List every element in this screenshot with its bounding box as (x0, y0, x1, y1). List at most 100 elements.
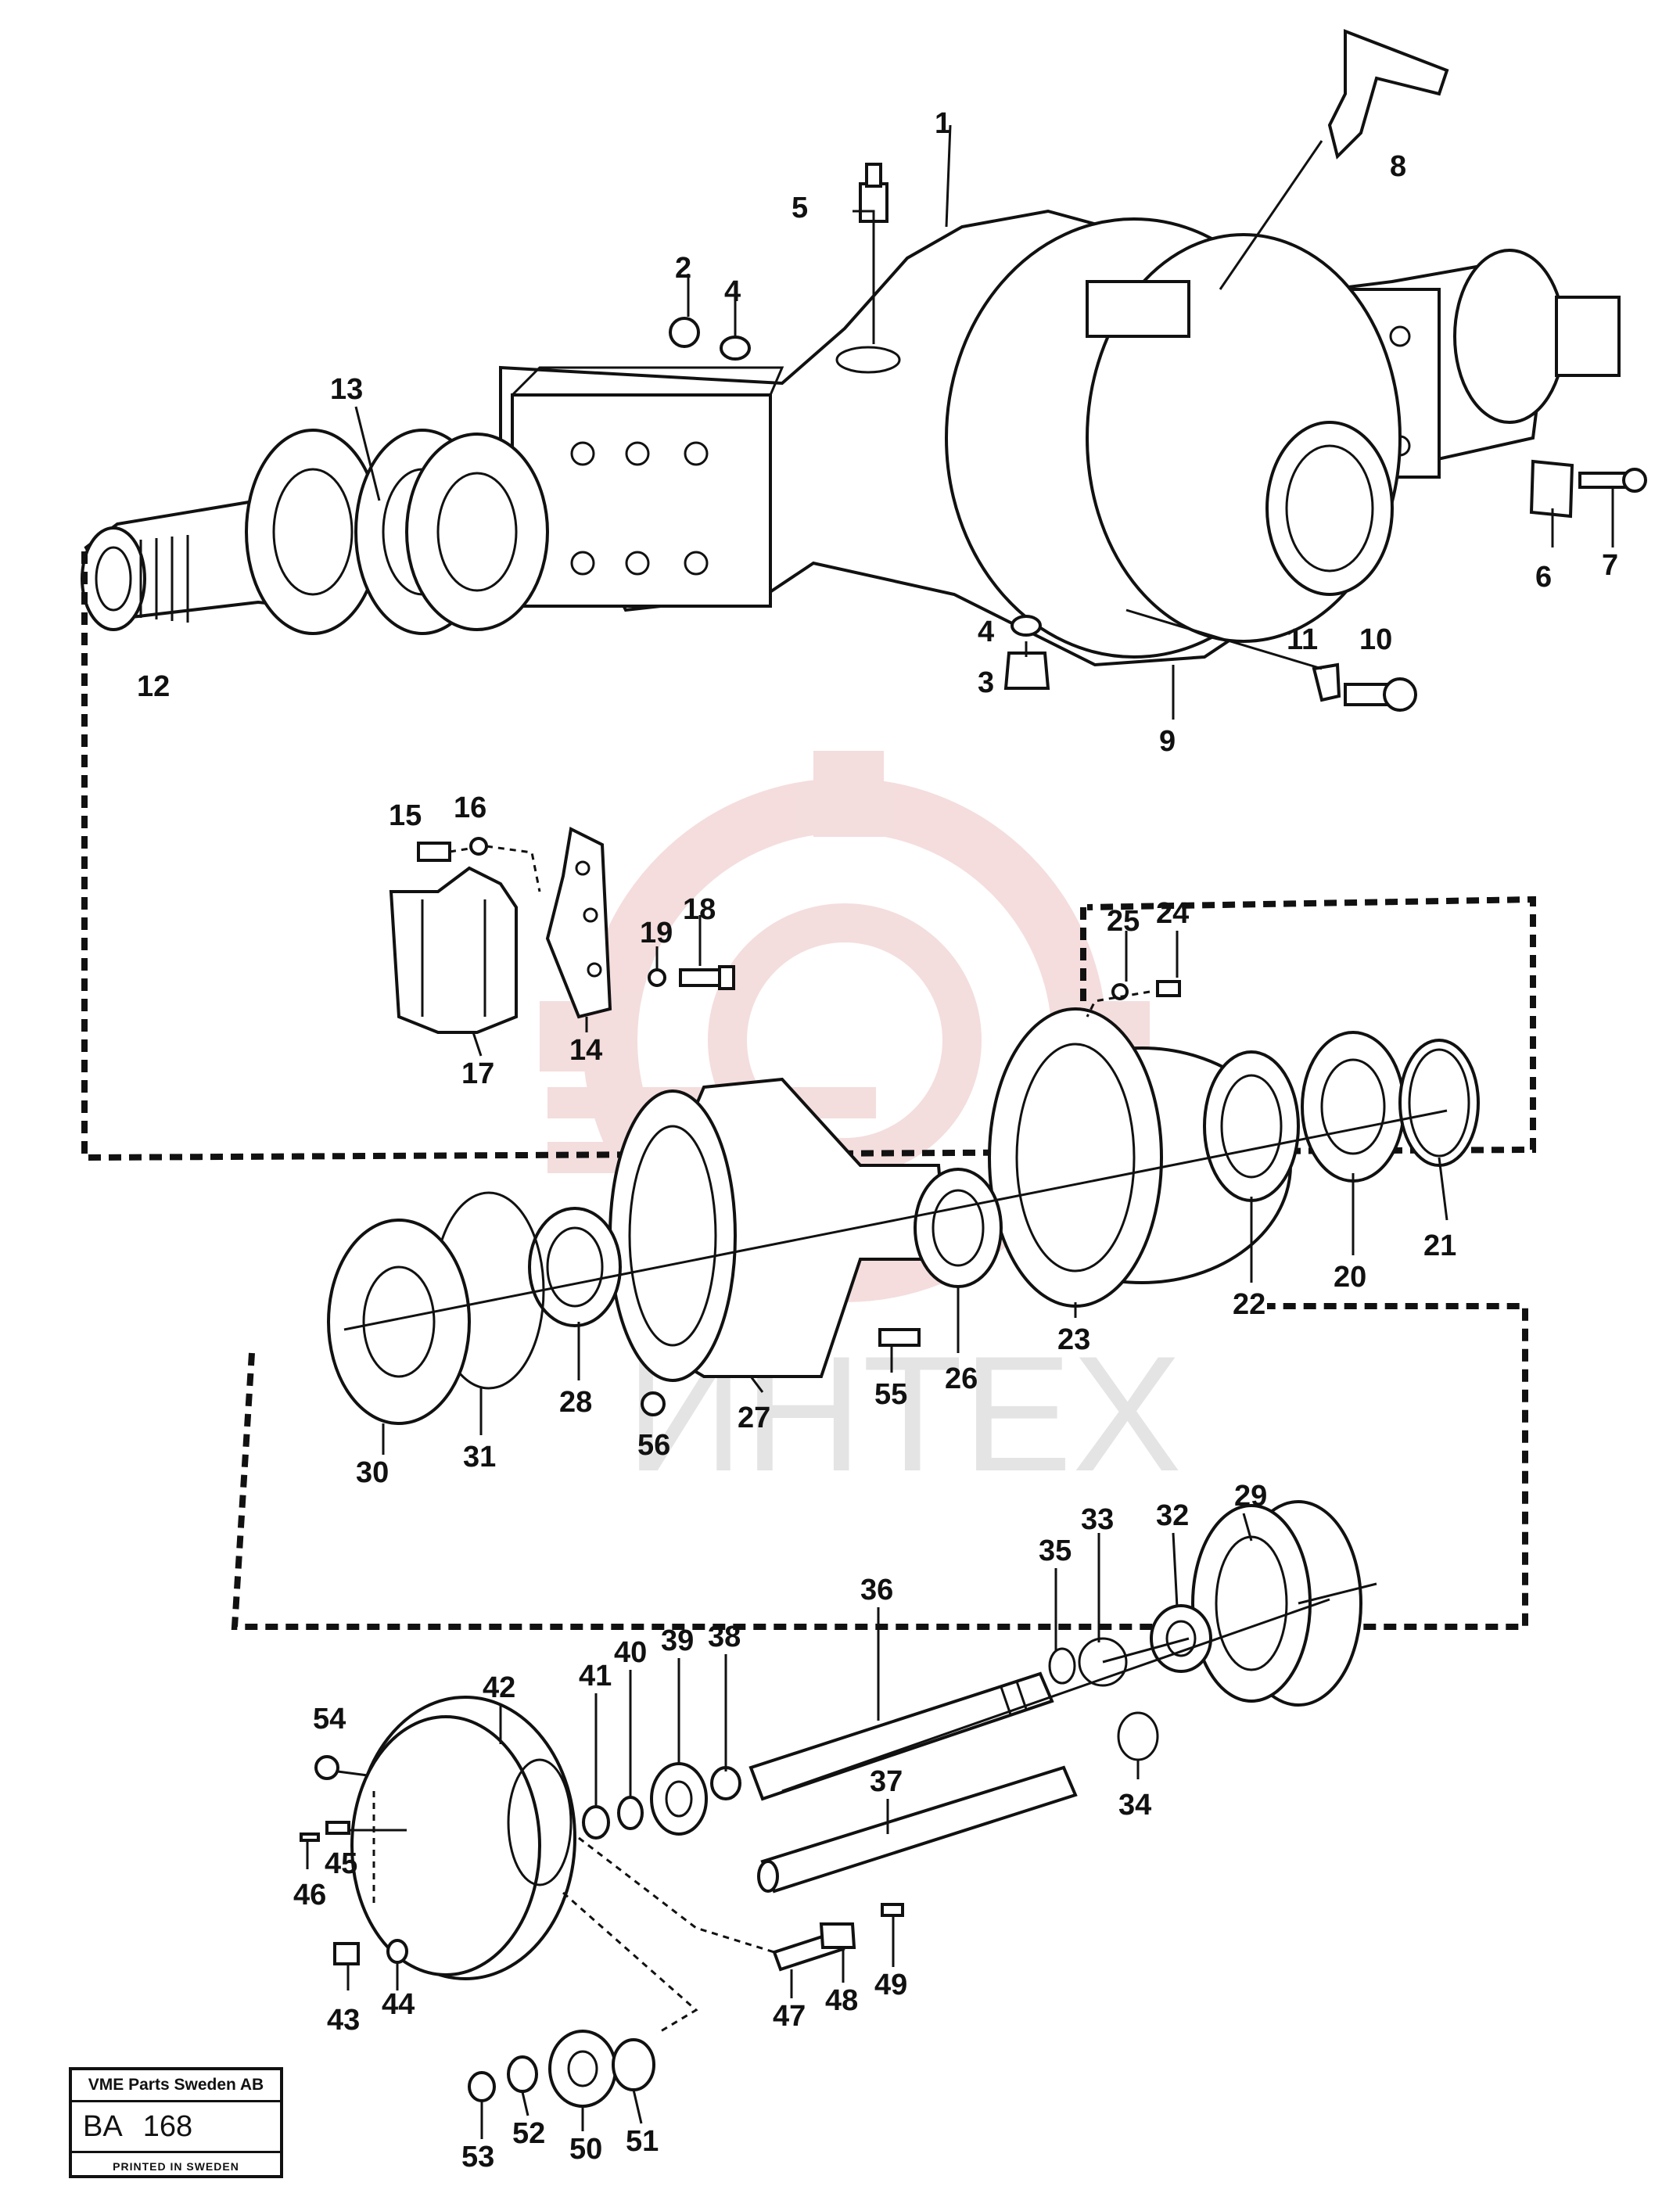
callout-35: 35 (1039, 1535, 1072, 1567)
callout-26: 26 (945, 1362, 978, 1395)
callout-53: 53 (461, 2141, 494, 2173)
callout-1: 1 (935, 107, 951, 140)
stamp-code: BA 168 (72, 2102, 280, 2153)
callout-20: 20 (1334, 1261, 1366, 1294)
callout-4-top: 4 (724, 275, 741, 308)
callout-28: 28 (559, 1386, 592, 1419)
hub-flange-13 (245, 429, 549, 635)
drive-shaft-37 (757, 1765, 1078, 1894)
washer-40 (617, 1796, 644, 1830)
callout-11: 11 (1287, 623, 1318, 656)
dipstick-8 (1327, 29, 1449, 160)
callout-22: 22 (1233, 1288, 1265, 1321)
callout-23: 23 (1057, 1323, 1090, 1356)
cover-6 (1529, 459, 1574, 519)
callout-50: 50 (569, 2133, 602, 2166)
bracket-14 (545, 827, 612, 1019)
screw-24 (1156, 980, 1181, 997)
planet-carrier-42 (350, 1696, 576, 1980)
callout-24: 24 (1156, 897, 1189, 930)
callout-13: 13 (330, 373, 363, 406)
callout-45: 45 (325, 1847, 357, 1880)
callout-49: 49 (874, 1969, 907, 2001)
screw-7 (1578, 468, 1647, 493)
nipple-55 (878, 1328, 921, 1347)
callout-43: 43 (327, 2004, 360, 2037)
callout-19: 19 (640, 917, 673, 949)
washer-16 (469, 837, 488, 856)
washer-4-bottom (1011, 615, 1042, 637)
screw-49 (881, 1903, 904, 1917)
title-stamp: VME Parts Sweden AB BA 168 PRINTED IN SW… (69, 2067, 283, 2178)
washer-52 (507, 2055, 538, 2093)
callout-46: 46 (293, 1879, 326, 1911)
callout-12: 12 (137, 670, 170, 703)
callout-14: 14 (569, 1034, 602, 1067)
pin-46 (300, 1832, 320, 1842)
callout-4-bottom: 4 (978, 616, 994, 648)
pin-45 (325, 1821, 350, 1835)
nut-32 (1150, 1604, 1212, 1673)
callout-34: 34 (1118, 1789, 1151, 1822)
washer-41 (582, 1805, 610, 1840)
callout-54: 54 (313, 1703, 346, 1736)
callout-10: 10 (1359, 623, 1392, 656)
callout-41: 41 (579, 1660, 612, 1692)
bolt-18 (679, 965, 735, 990)
callout-2: 2 (675, 252, 691, 285)
bearing-race-22 (1203, 1050, 1300, 1202)
callout-29: 29 (1234, 1480, 1267, 1513)
callout-17: 17 (461, 1057, 494, 1090)
brake-caliper-17 (389, 866, 518, 1034)
callout-6: 6 (1535, 561, 1552, 594)
gear-ring-hub-30 (327, 1219, 471, 1425)
bolt-15 (417, 842, 451, 862)
callout-27: 27 (738, 1402, 770, 1434)
lock-washer-11 (1312, 662, 1341, 702)
hub-27 (608, 1077, 949, 1382)
stamp-code-number: 168 (142, 2109, 193, 2143)
callout-55: 55 (874, 1378, 907, 1411)
callout-47: 47 (773, 2000, 806, 2033)
bearing-28 (528, 1207, 622, 1327)
lock-washer-33 (1078, 1637, 1128, 1687)
callout-32: 32 (1156, 1499, 1189, 1532)
callout-16: 16 (454, 792, 486, 824)
bearing-20 (1301, 1031, 1405, 1183)
callout-25: 25 (1107, 905, 1140, 938)
callout-8: 8 (1390, 150, 1406, 183)
stamp-code-prefix: BA (83, 2109, 123, 2143)
drain-plug-3 (1003, 652, 1050, 690)
spacer-38 (710, 1766, 741, 1800)
bolt-43 (333, 1942, 360, 1965)
ring-gear-29 (1191, 1500, 1362, 1707)
circlip-34 (1117, 1711, 1159, 1761)
callout-30: 30 (356, 1456, 389, 1489)
circlip-35 (1048, 1647, 1076, 1685)
washer-19 (648, 968, 666, 987)
callout-9: 9 (1159, 725, 1176, 758)
callout-52: 52 (512, 2117, 545, 2150)
callout-51: 51 (626, 2125, 659, 2158)
plug-2 (669, 317, 700, 348)
callout-44: 44 (382, 1988, 415, 2021)
callout-38: 38 (708, 1621, 741, 1653)
sun-gear-39 (650, 1762, 708, 1836)
callout-40: 40 (614, 1636, 647, 1669)
callout-42: 42 (483, 1671, 515, 1704)
stamp-company: VME Parts Sweden AB (72, 2070, 280, 2102)
callout-48: 48 (825, 1984, 858, 2017)
washer-44 (386, 1939, 408, 1964)
seal-ring-21 (1398, 1039, 1480, 1167)
bolt-54 (314, 1755, 339, 1780)
callout-3: 3 (978, 666, 994, 699)
callout-5: 5 (792, 192, 808, 224)
washer-53 (468, 2071, 496, 2102)
callout-21: 21 (1423, 1229, 1456, 1262)
drive-shaft-36 (748, 1671, 1054, 1801)
washer-4-top (720, 336, 751, 361)
differential-carrier-9 (945, 217, 1402, 659)
callout-31: 31 (463, 1441, 496, 1474)
